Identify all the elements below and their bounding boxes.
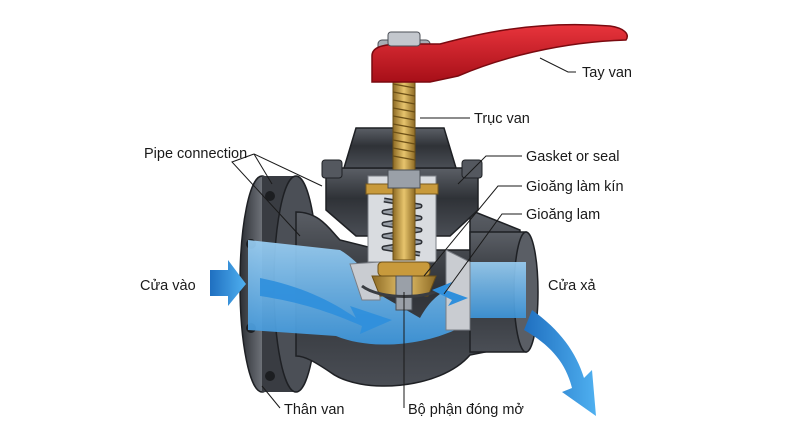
closing-element (361, 261, 447, 311)
leader-pipe-1 (231, 153, 301, 237)
label-body: Thân van (284, 402, 344, 418)
label-closing-element: Bộ phận đóng mở (408, 402, 524, 418)
label-stem: Trục van (474, 111, 530, 127)
leader-gasket (457, 155, 522, 185)
label-outlet: Cửa xả (548, 278, 597, 294)
leader-body (261, 385, 281, 409)
handle (371, 23, 628, 83)
valve-stem (387, 73, 421, 261)
label-handle: Tay van (582, 65, 632, 81)
leader-pipe-2 (253, 153, 273, 185)
inner-flow-arrow (260, 278, 392, 334)
leader-handle (539, 57, 576, 73)
leader-pipe-3 (253, 153, 323, 187)
return-arrow (432, 282, 468, 306)
label-pipe-connection: Pipe connection (144, 146, 247, 162)
label-seal-gasket: Gioăng làm kín (526, 179, 624, 195)
label-gasket-lam: Gioăng lam (526, 207, 600, 223)
label-gasket: Gasket or seal (526, 149, 620, 165)
outlet-arrow (524, 310, 596, 416)
leader-lines (231, 57, 576, 409)
flow-arrows (210, 260, 596, 416)
inlet-arrow (210, 260, 246, 306)
leader-seal (423, 185, 522, 277)
label-inlet: Cửa vào (140, 278, 196, 294)
leader-gasket-lam (443, 213, 522, 295)
